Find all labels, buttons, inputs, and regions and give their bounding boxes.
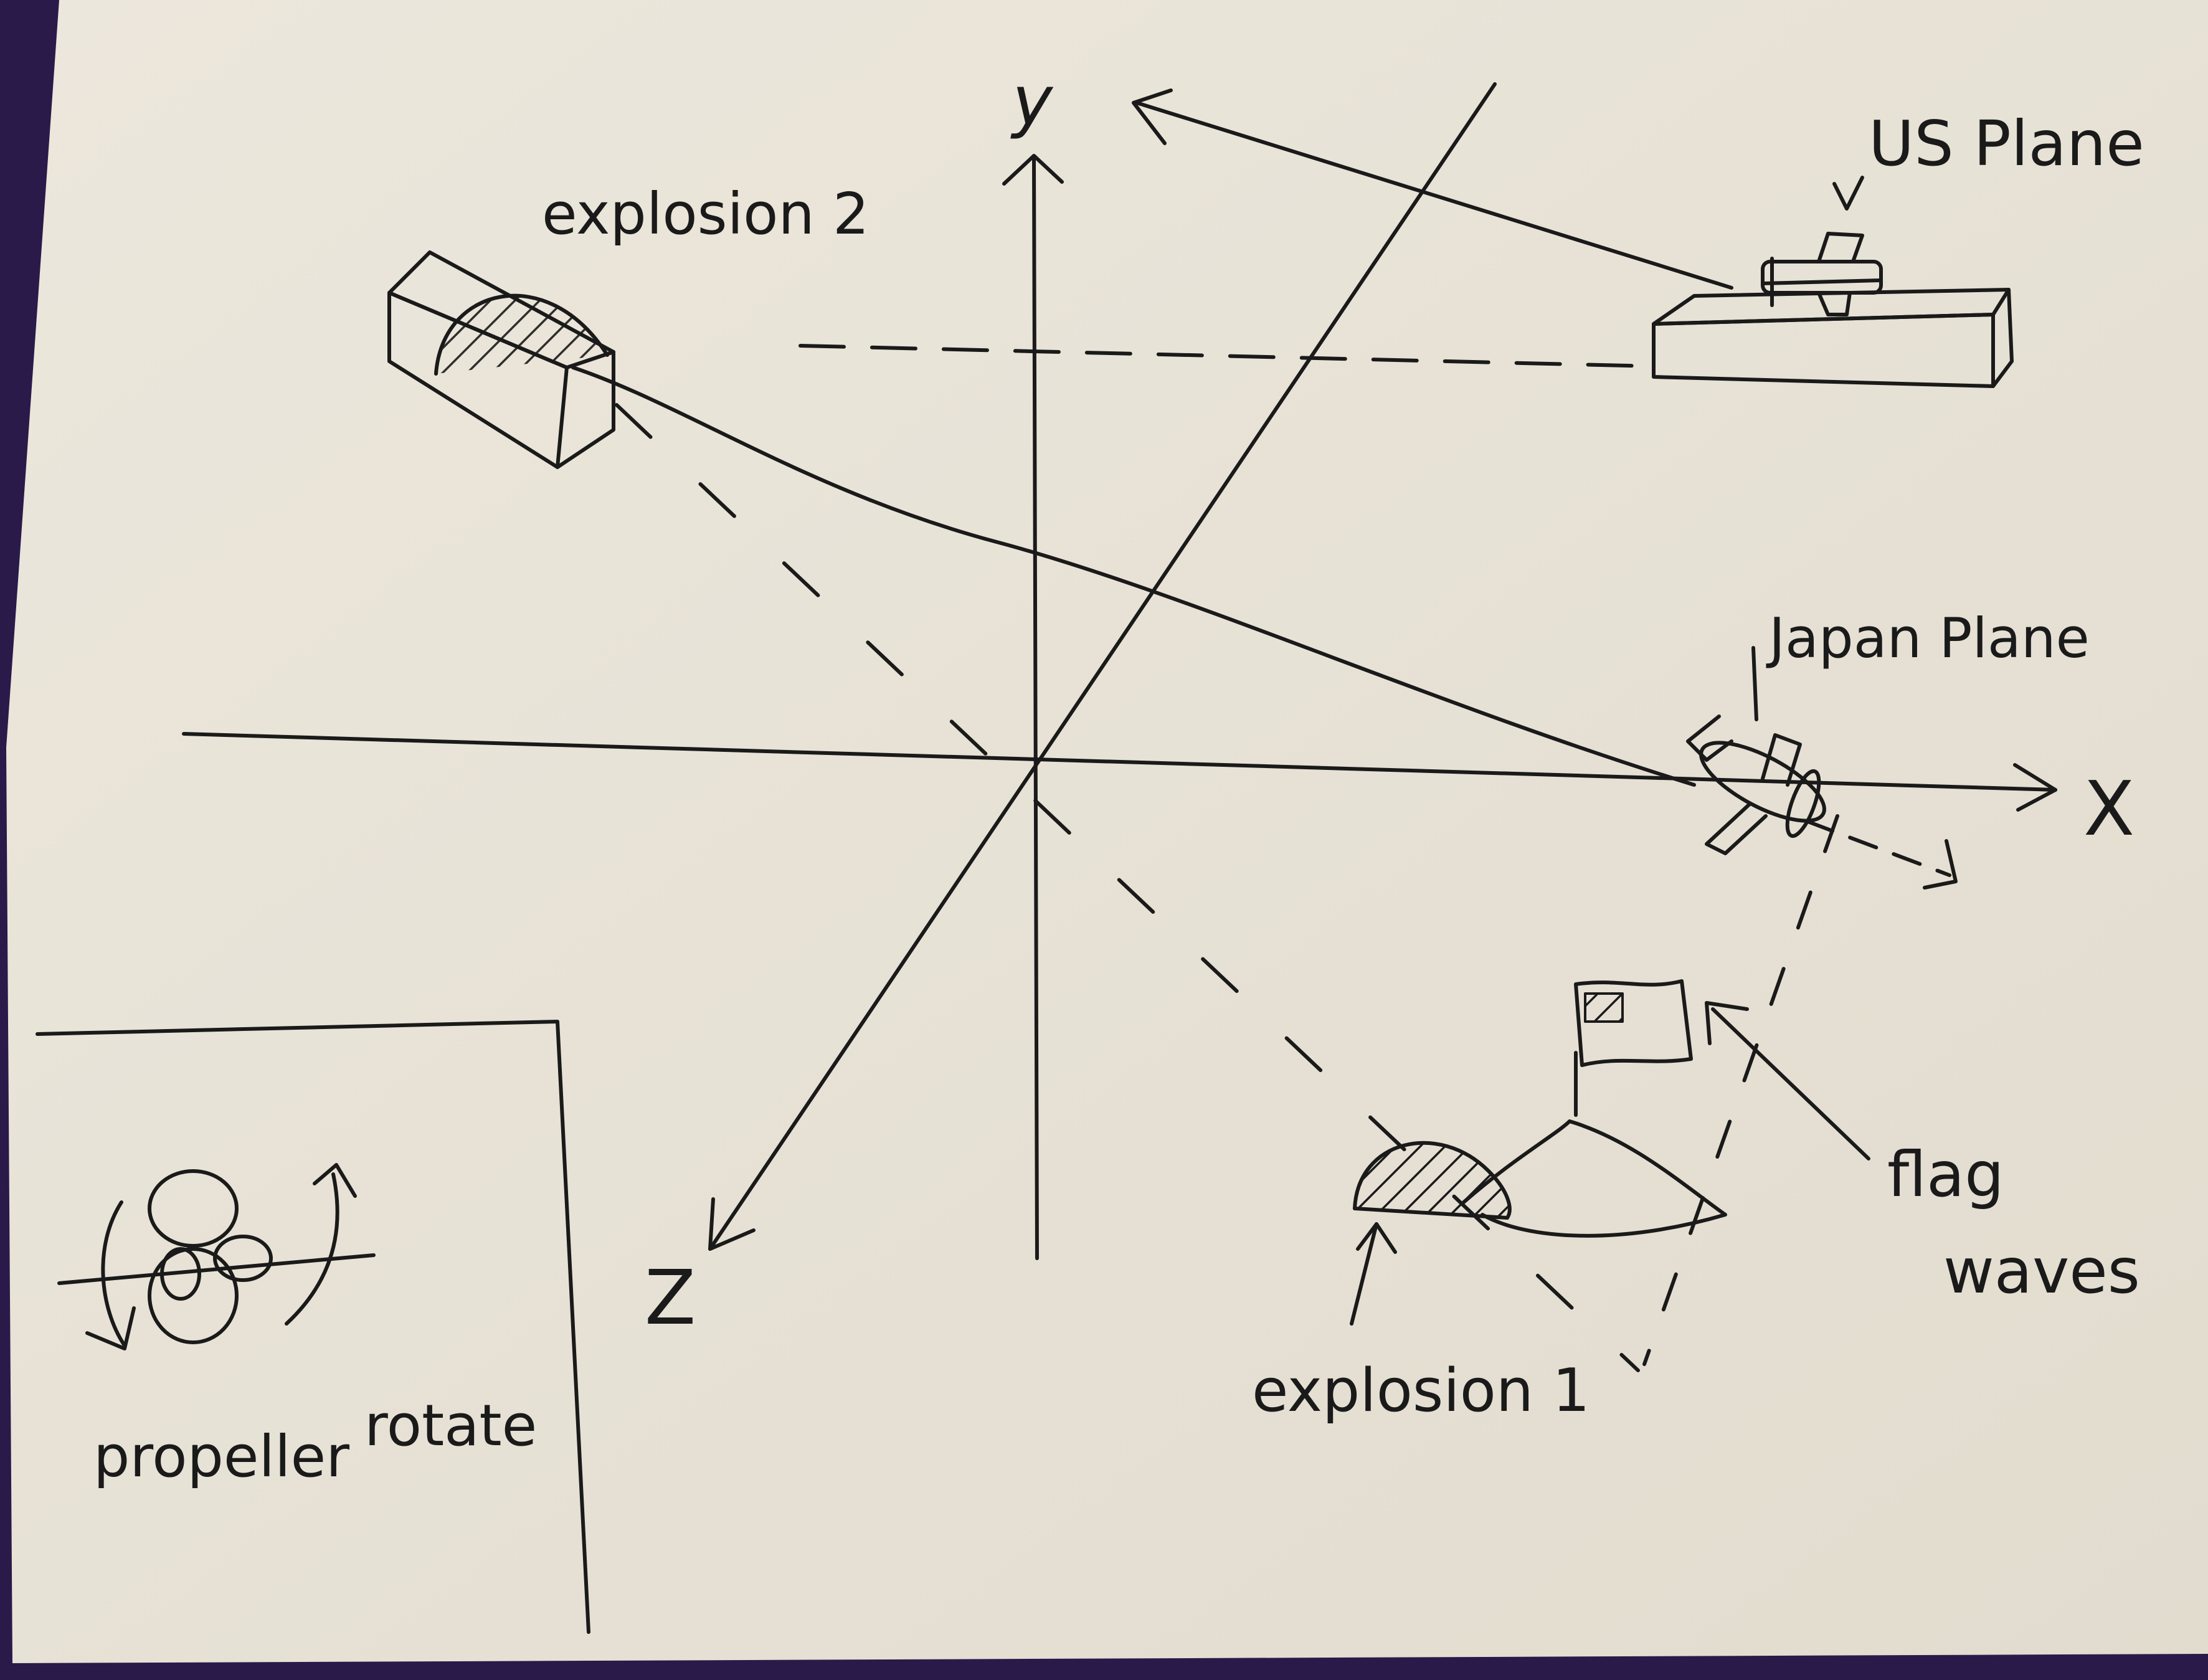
japan-plane-label: Japan Plane <box>1766 606 2090 670</box>
propeller-label: propeller <box>93 1423 349 1490</box>
us-plane-label: US Plane <box>1869 107 2144 180</box>
flag-waves-label-line2: waves <box>1943 1235 2140 1307</box>
paper-sheet <box>6 0 2208 1663</box>
us-ship-height-guide <box>798 344 1656 368</box>
flag <box>1574 979 1693 1067</box>
axis-label-y: y <box>1010 61 1054 141</box>
explosion-2-box <box>387 250 615 469</box>
flag-waves-pointer <box>1705 1001 1870 1160</box>
x-axis <box>182 732 2057 812</box>
propeller-sketch <box>57 1163 376 1350</box>
y-axis <box>1002 154 1064 1260</box>
us-plane-pointer <box>1832 176 1864 211</box>
us-carrier <box>1652 288 2014 388</box>
us-plane <box>1761 232 1883 316</box>
explosion-1-pointer <box>1350 1222 1397 1326</box>
us-plane-trajectory <box>1132 88 1733 290</box>
japan-plane-heading <box>1804 819 1958 890</box>
propeller-inset-frame <box>36 1020 590 1634</box>
explosion-2-label: explosion 2 <box>542 181 869 247</box>
drop-path-dashed <box>1642 814 1839 1366</box>
explosion-1 <box>1353 1141 1512 1220</box>
japan-plane-pointer <box>1751 646 1758 721</box>
rotate-label: rotate <box>364 1392 537 1459</box>
axis-label-z: Z <box>645 1255 696 1342</box>
flag-waves-label-line1: flag <box>1887 1138 2004 1211</box>
explosion-1-label: explosion 1 <box>1252 1357 1590 1425</box>
japan-plane-trajectory <box>571 366 1696 787</box>
japan-plane <box>1686 714 1826 855</box>
axis-label-x: X <box>2083 766 2135 853</box>
flag-mound <box>1462 1051 1727 1238</box>
z-axis <box>708 82 1497 1251</box>
